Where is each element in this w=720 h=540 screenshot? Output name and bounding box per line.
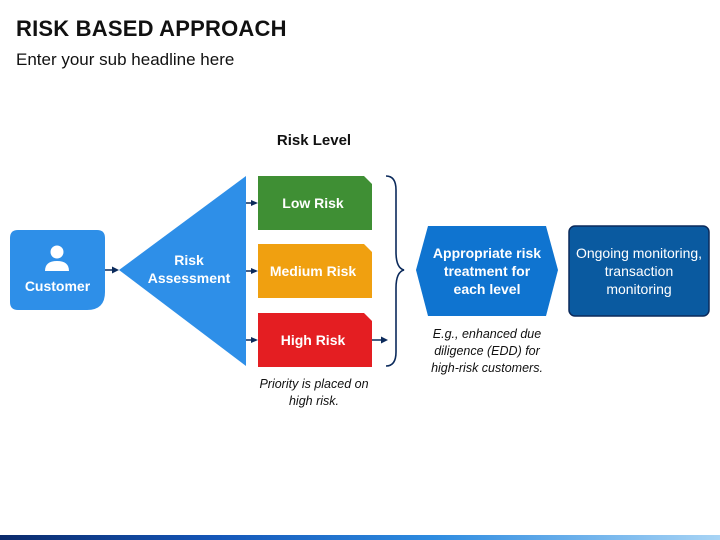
low-risk-box [258,176,372,230]
arrow-to-medium-risk [246,268,258,274]
edd-note: E.g., enhanced due diligence (EDD) for h… [431,327,543,375]
assessment-label: Risk Assessment [147,251,231,286]
page-subtitle: Enter your sub headline here [16,50,235,69]
priority-note: Priority is placed on high risk. [259,377,369,408]
arrow-customer-to-assessment [105,266,119,274]
high-risk-label: High Risk [280,331,346,348]
customer-label: Customer [24,277,91,294]
assessment-triangle [119,176,246,366]
medium-risk-box [258,244,372,298]
footer-gradient-bar [0,535,720,540]
low-risk-label: Low Risk [282,194,344,211]
person-icon [45,245,69,271]
page-title: RISK BASED APPROACH [16,16,287,41]
medium-risk-label: Medium Risk [269,262,357,279]
arrow-to-high-risk [246,337,258,343]
curly-brace [385,175,405,367]
arrow-from-high-risk [372,336,388,344]
arrow-to-low-risk [246,200,258,206]
high-risk-box [258,313,372,367]
treatment-label: Appropriate risk treatment for each leve… [432,244,542,298]
risk-level-heading: Risk Level [276,132,352,149]
monitoring-box [568,225,710,317]
treatment-hexagon [416,226,558,316]
monitoring-label: Ongoing monitoring, transaction monitori… [575,244,703,298]
